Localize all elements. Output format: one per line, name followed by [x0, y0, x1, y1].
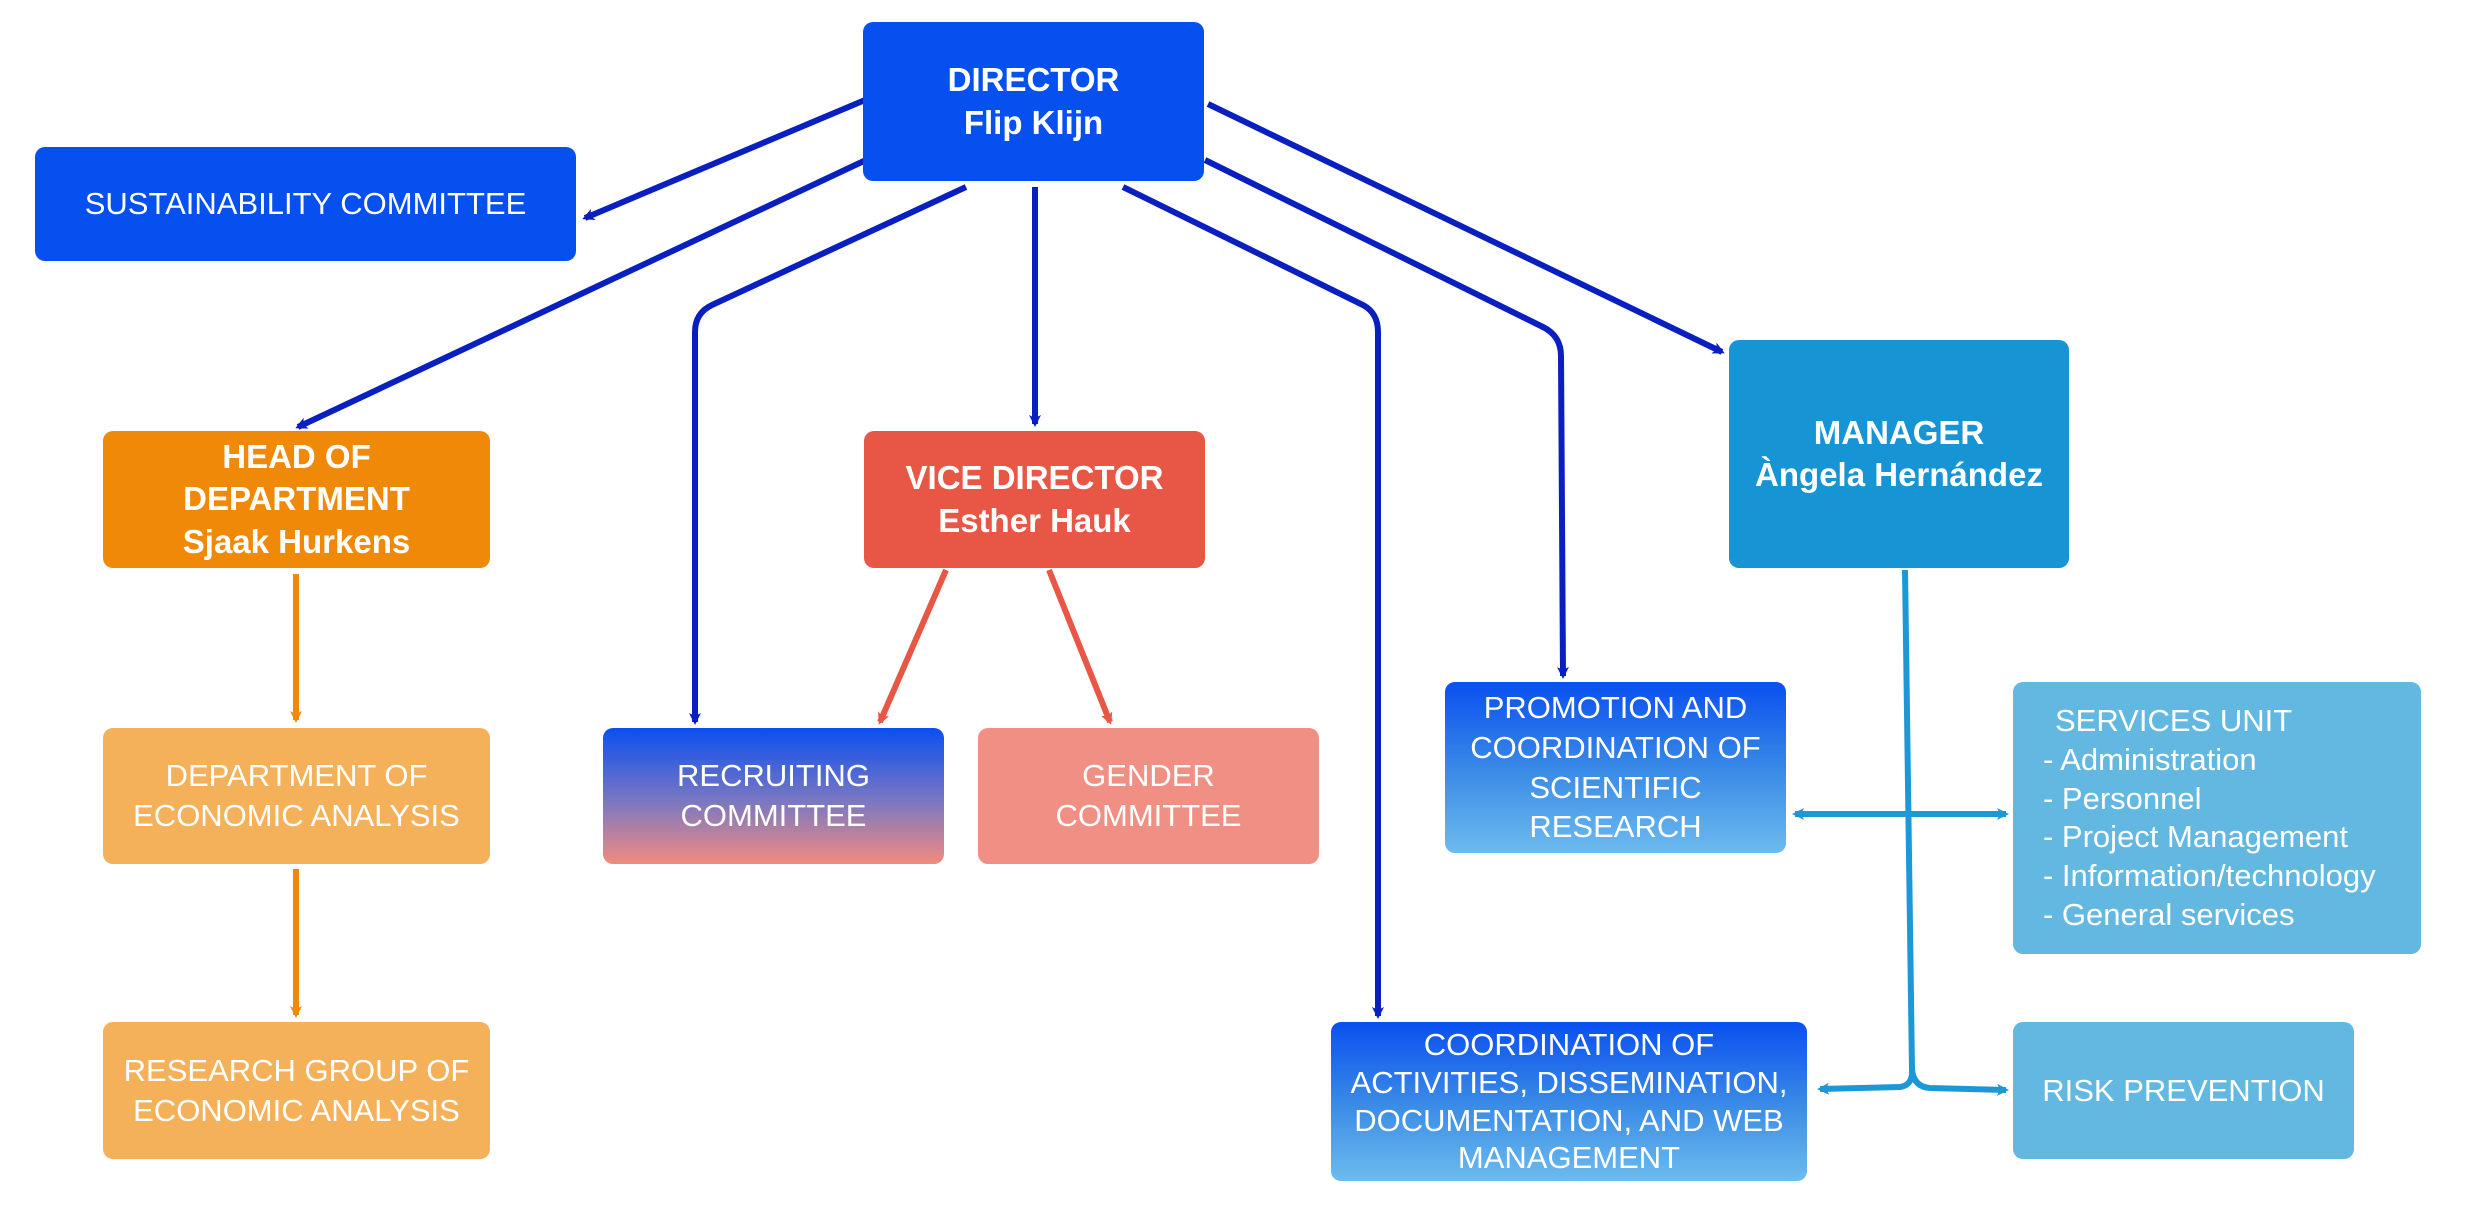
promotion-research-line3: SCIENTIFIC: [1529, 769, 1702, 805]
sustainability-committee-box: SUSTAINABILITY COMMITTEE: [35, 147, 576, 261]
manager-name: Àngela Hernández: [1755, 456, 2043, 493]
director-box: DIRECTOR Flip Klijn: [863, 22, 1204, 181]
promotion-research-box: PROMOTION AND COORDINATION OF SCIENTIFIC…: [1445, 682, 1786, 853]
coordination-activities-line3: DOCUMENTATION, AND WEB: [1354, 1102, 1784, 1138]
promotion-research-line2: COORDINATION OF: [1470, 729, 1761, 765]
services-unit-item: - General services: [2043, 896, 2295, 932]
manager-box: MANAGER Àngela Hernández: [1729, 340, 2069, 568]
department-economic-analysis-line2: ECONOMIC ANALYSIS: [133, 798, 460, 833]
research-group-line2: ECONOMIC ANALYSIS: [133, 1092, 460, 1128]
recruiting-committee-line2: COMMITTEE: [680, 798, 867, 833]
services-unit-box: SERVICES UNIT - Administration - Personn…: [2013, 682, 2421, 954]
connector-director-head-of-department: [295, 157, 868, 430]
coordination-activities-line2: ACTIVITIES, DISSEMINATION,: [1350, 1064, 1788, 1100]
director-title: DIRECTOR: [947, 61, 1120, 99]
gender-committee-box: GENDER COMMITTEE: [978, 728, 1319, 864]
connector-vice-gender: [1046, 568, 1113, 725]
head-of-department-name: Sjaak Hurkens: [182, 522, 411, 560]
department-economic-analysis-box: DEPARTMENT OF ECONOMIC ANALYSIS: [103, 728, 490, 864]
connector-director-manager: [1206, 101, 1725, 355]
services-unit-item: - Administration: [2043, 741, 2257, 777]
connector-director-promotion: [1203, 157, 1569, 679]
coordination-activities-line4: MANAGEMENT: [1457, 1140, 1681, 1176]
vice-director-box: VICE DIRECTOR Esther Hauk: [864, 431, 1205, 568]
coordination-activities-box: COORDINATION OF ACTIVITIES, DISSEMINATIO…: [1331, 1022, 1807, 1181]
head-of-department-title-line1: HEAD OF: [222, 438, 371, 476]
recruiting-committee-line1: RECRUITING: [677, 758, 870, 794]
head-of-department-title-line2: DEPARTMENT: [183, 480, 410, 518]
promotion-research-line1: PROMOTION AND: [1483, 690, 1748, 726]
connector-director-sustainability: [582, 97, 867, 221]
vice-director-title: VICE DIRECTOR: [905, 459, 1164, 497]
connector-director-recruiting: [689, 184, 968, 725]
promotion-research-line4: RESEARCH: [1529, 809, 1702, 845]
services-unit-item: - Information/technology: [2043, 858, 2376, 893]
connector-manager-trunk: [1817, 569, 1916, 1095]
manager-title: MANAGER: [1813, 413, 1985, 451]
sustainability-committee-label: SUSTAINABILITY COMMITTEE: [84, 186, 527, 222]
connector-director-coordination: [1121, 184, 1384, 1019]
services-unit-item: - Personnel: [2043, 780, 2202, 816]
risk-prevention-label: RISK PREVENTION: [2042, 1072, 2325, 1108]
research-group-box: RESEARCH GROUP OF ECONOMIC ANALYSIS: [103, 1022, 490, 1159]
gender-committee-line2: COMMITTEE: [1055, 798, 1242, 833]
head-of-department-box: HEAD OF DEPARTMENT Sjaak Hurkens: [103, 431, 490, 568]
connector-vice-recruiting: [877, 568, 949, 725]
services-unit-item: - Project Management: [2043, 819, 2348, 855]
risk-prevention-box: RISK PREVENTION: [2013, 1022, 2354, 1159]
services-unit-title: SERVICES UNIT: [2055, 703, 2293, 738]
department-economic-analysis-line1: DEPARTMENT OF: [165, 758, 428, 794]
gender-committee-line1: GENDER: [1082, 758, 1215, 794]
director-name: Flip Klijn: [963, 103, 1104, 141]
research-group-line1: RESEARCH GROUP OF: [123, 1052, 470, 1088]
connector-manager-risk: [1909, 1069, 2009, 1096]
vice-director-name: Esther Hauk: [938, 501, 1131, 539]
coordination-activities-line1: COORDINATION OF: [1423, 1026, 1715, 1062]
recruiting-committee-box: RECRUITING COMMITTEE: [603, 728, 944, 864]
